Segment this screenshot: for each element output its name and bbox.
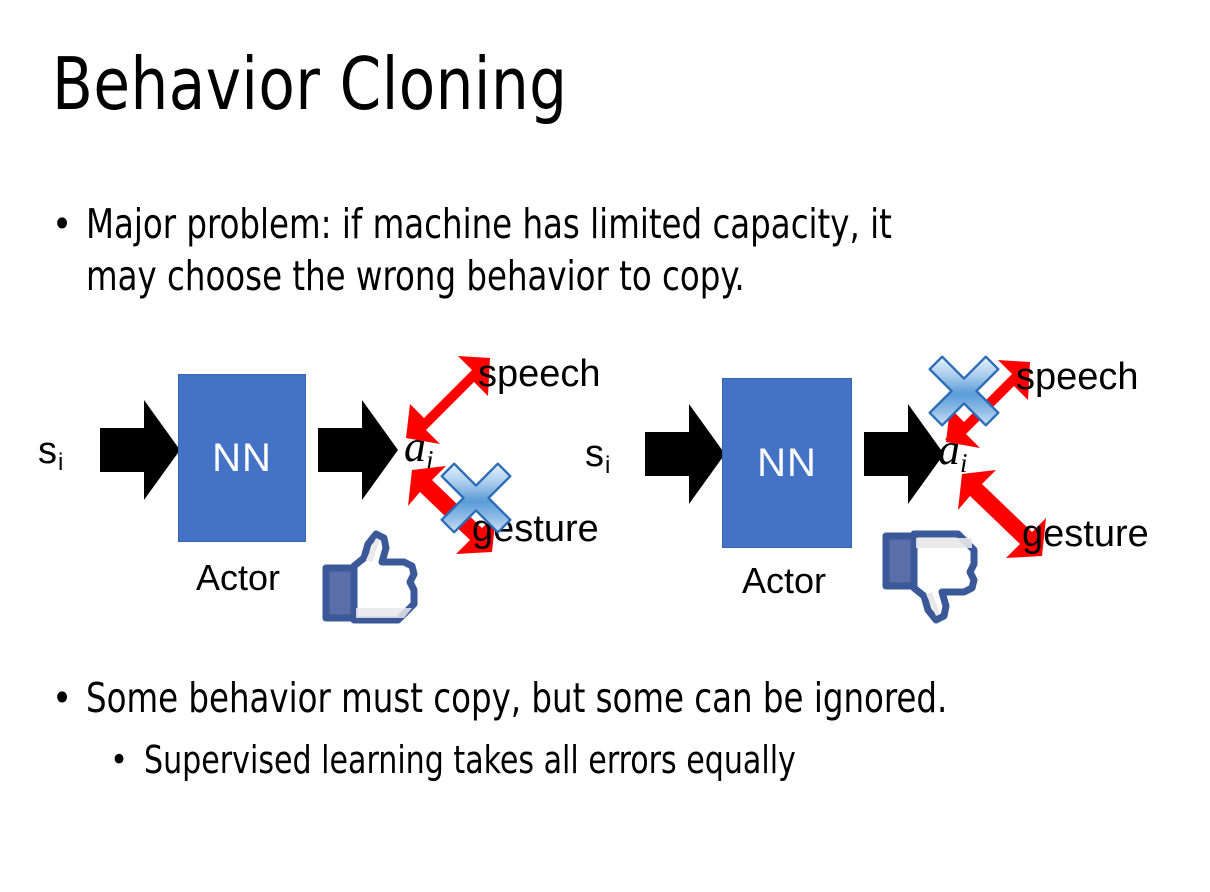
gesture-branch-arrow-right-icon (958, 470, 1046, 558)
cross-mark-icon-right (928, 355, 1000, 427)
input-state-symbol: s (585, 433, 604, 475)
actor-caption-left: Actor (196, 557, 281, 598)
thumbs-down-icon-right (882, 530, 978, 624)
speech-label-left: speech (478, 353, 601, 395)
bullet-marker-icon: • (110, 740, 129, 780)
output-action-subscript: i (426, 445, 434, 475)
nn-box-right: NN (722, 378, 852, 548)
bullet-line: • Major problem: if machine has limited … (52, 198, 1172, 250)
nn-box-left: NN (178, 374, 306, 542)
nn-box-label: NN (212, 435, 272, 480)
input-arrow-left-icon (100, 400, 180, 500)
bullet-line: • Some behavior must copy, but some can … (52, 672, 1172, 724)
output-arrow-right-icon (864, 404, 944, 504)
actor-caption-right: Actor (742, 560, 827, 601)
speech-branch-arrow-left-icon (406, 356, 490, 444)
bullet-marker-icon: • (52, 202, 73, 246)
bullet-line-continuation: may choose the wrong behavior to copy. (52, 250, 1172, 302)
input-state-label-left: si (38, 430, 64, 476)
bullet-line: • Supervised learning takes all errors e… (110, 735, 1170, 785)
bullet-text: Some behavior must copy, but some can be… (86, 674, 948, 722)
input-state-label-right: si (585, 433, 611, 479)
output-arrow-left-icon (318, 400, 398, 500)
speech-label-right: speech (1016, 356, 1139, 398)
input-state-subscript: i (605, 452, 611, 479)
thumbs-up-icon-left (322, 530, 418, 624)
nn-box-label: NN (757, 440, 817, 485)
gesture-label-right: gesture (1022, 513, 1149, 555)
bullet-paragraph-1: • Major problem: if machine has limited … (52, 198, 1172, 302)
page-title: Behavior Cloning (52, 42, 568, 126)
bullet-text: may choose the wrong behavior to copy. (86, 252, 745, 300)
cross-mark-icon-left (440, 462, 512, 534)
input-state-subscript: i (58, 449, 64, 476)
bullet-text: Major problem: if machine has limited ca… (86, 200, 892, 248)
bullet-marker-icon: • (52, 676, 73, 720)
bullet-text: Supervised learning takes all errors equ… (144, 738, 796, 782)
bullet-paragraph-3: • Supervised learning takes all errors e… (110, 735, 1170, 785)
bullet-paragraph-2: • Some behavior must copy, but some can … (52, 672, 1172, 724)
input-state-symbol: s (38, 430, 57, 472)
output-action-subscript: i (960, 448, 968, 478)
input-arrow-right-icon (645, 404, 725, 504)
